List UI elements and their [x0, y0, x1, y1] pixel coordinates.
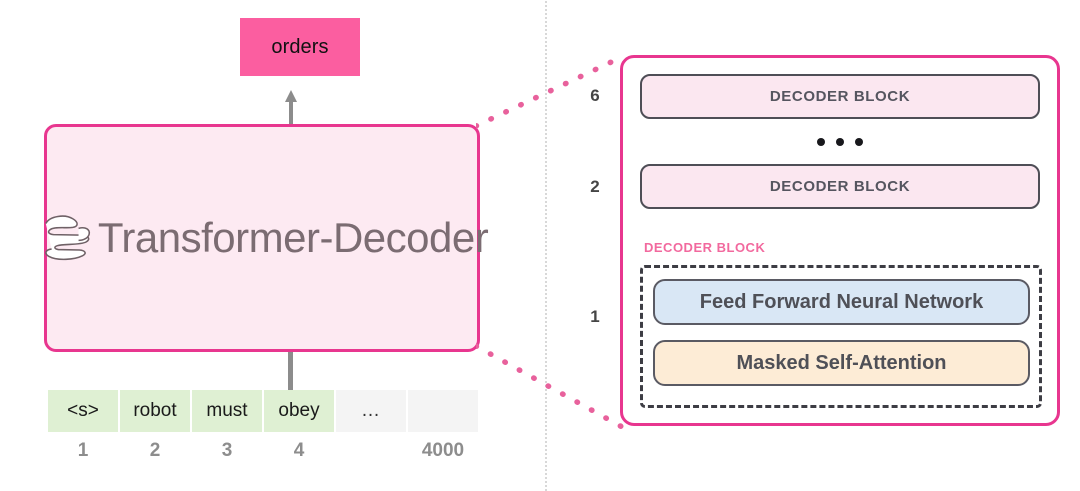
input-connector-line [288, 352, 293, 390]
stack-layer-number-2: 2 [590, 177, 600, 196]
stack-ellipsis [640, 128, 1040, 156]
token-cell: <s> [48, 390, 118, 432]
masked-self-attention-box: Masked Self-Attention [653, 340, 1030, 386]
token-index: 4000 [421, 440, 465, 461]
ellipsis-dot [817, 138, 825, 146]
decoder-block-middle: DECODER BLOCK [640, 164, 1040, 209]
token-index: 1 [77, 440, 89, 461]
token-index: 2 [149, 440, 161, 461]
feed-forward-neural-network-box: Feed Forward Neural Network [653, 279, 1030, 325]
decoder-block-label: DECODER BLOCK [769, 88, 911, 105]
panel-divider [545, 0, 547, 491]
output-arrow-icon [285, 90, 297, 128]
masked-self-attention-label: Masked Self-Attention [736, 351, 947, 374]
stack-layer-number-1: 1 [590, 307, 600, 326]
stack-layer-number-6: 6 [590, 86, 600, 105]
feed-forward-label: Feed Forward Neural Network [699, 290, 984, 313]
token-cell-empty [408, 390, 478, 432]
transformer-decoder-title: Transformer-Decoder [97, 214, 489, 261]
token-index-blank [336, 440, 406, 462]
expanded-decoder-block [640, 265, 1042, 408]
transformer-decoder-box: Transformer-Decoder [44, 124, 489, 352]
input-token-index-row: 1 2 3 4 4000 [48, 440, 478, 462]
token-index: 3 [221, 440, 233, 461]
ellipsis-dot [836, 138, 844, 146]
decoder-block-label: DECODER BLOCK [769, 178, 911, 195]
transformer-brand: Transformer-Decoder [40, 212, 489, 264]
token-index: 4 [293, 440, 305, 461]
expanded-decoder-block-caption: DECODER BLOCK [644, 240, 766, 255]
output-word-box: orders [240, 18, 360, 76]
output-word-label: orders [271, 35, 329, 58]
token-cell-ellipsis: … [336, 390, 406, 432]
openai-swirl-icon [44, 215, 90, 261]
token-cell: obey [264, 390, 334, 432]
token-cell: robot [120, 390, 190, 432]
token-cell: must [192, 390, 262, 432]
input-token-row: <s> robot must obey … [48, 390, 478, 432]
zoom-connector-bottom [476, 343, 626, 431]
decoder-block-top: DECODER BLOCK [640, 74, 1040, 119]
ellipsis-dot [855, 138, 863, 146]
